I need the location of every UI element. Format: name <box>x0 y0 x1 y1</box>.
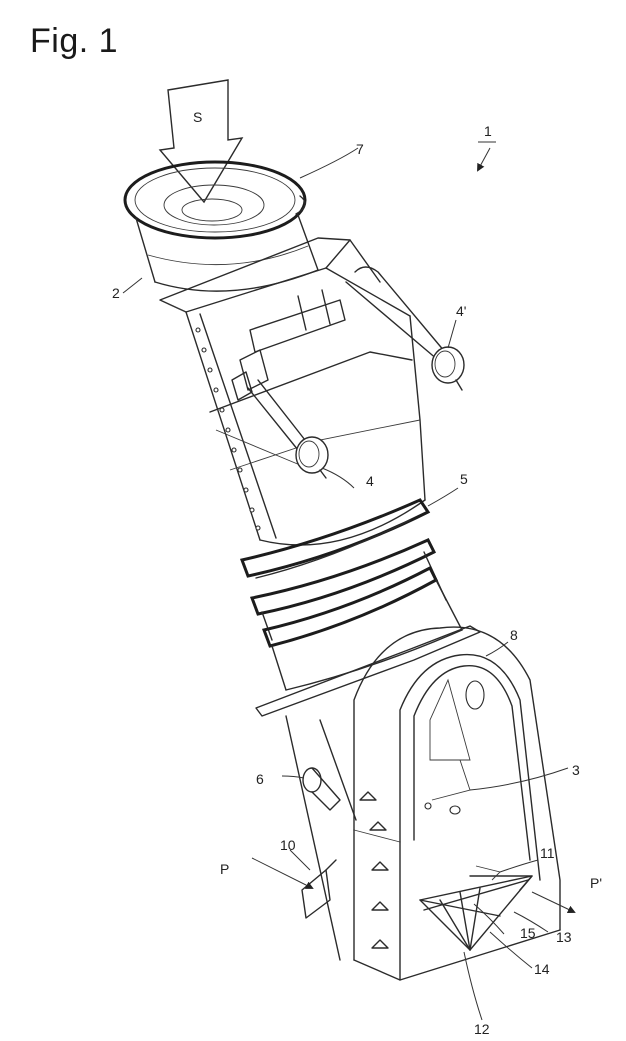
label-p-prime: P' <box>590 875 602 891</box>
label-4: 4 <box>366 473 374 489</box>
label-10: 10 <box>280 837 296 853</box>
label-8: 8 <box>510 627 518 643</box>
label-14: 14 <box>534 961 550 977</box>
reference-numerals: 1 2 3 4 4' 5 6 7 8 10 11 12 13 14 15 P P… <box>112 123 602 1037</box>
label-13: 13 <box>556 929 572 945</box>
label-3: 3 <box>572 762 580 778</box>
bolt-holes-valve <box>195 327 261 531</box>
top-flange <box>123 160 307 240</box>
label-7: 7 <box>356 141 364 157</box>
lever-mechanism <box>215 266 446 466</box>
flow-arrow-p <box>251 857 314 889</box>
upper-flange-plate <box>159 237 351 313</box>
triangle-markers <box>359 791 389 949</box>
leader-lines <box>122 147 569 1021</box>
label-12: 12 <box>474 1021 490 1037</box>
label-2: 2 <box>112 285 120 301</box>
inflow-arrow: S <box>158 79 244 204</box>
assembly-pointer <box>477 141 496 172</box>
label-4-prime: 4' <box>456 303 466 319</box>
pipe-10 <box>301 859 337 919</box>
compensator <box>239 498 463 691</box>
label-5: 5 <box>460 471 468 487</box>
figure-title: Fig. 1 <box>30 22 119 60</box>
label-p: P <box>220 861 229 877</box>
label-1: 1 <box>484 123 492 139</box>
label-6: 6 <box>256 771 264 787</box>
port-6 <box>302 767 341 811</box>
counterweight-4-prime <box>431 346 465 391</box>
bottom-grid <box>419 865 533 951</box>
label-15: 15 <box>520 925 536 941</box>
label-11: 11 <box>540 845 555 861</box>
counterweight-4 <box>295 436 329 479</box>
label-s: S <box>193 109 202 125</box>
flow-arrow-p-prime <box>531 891 576 914</box>
valve-body <box>185 239 426 546</box>
